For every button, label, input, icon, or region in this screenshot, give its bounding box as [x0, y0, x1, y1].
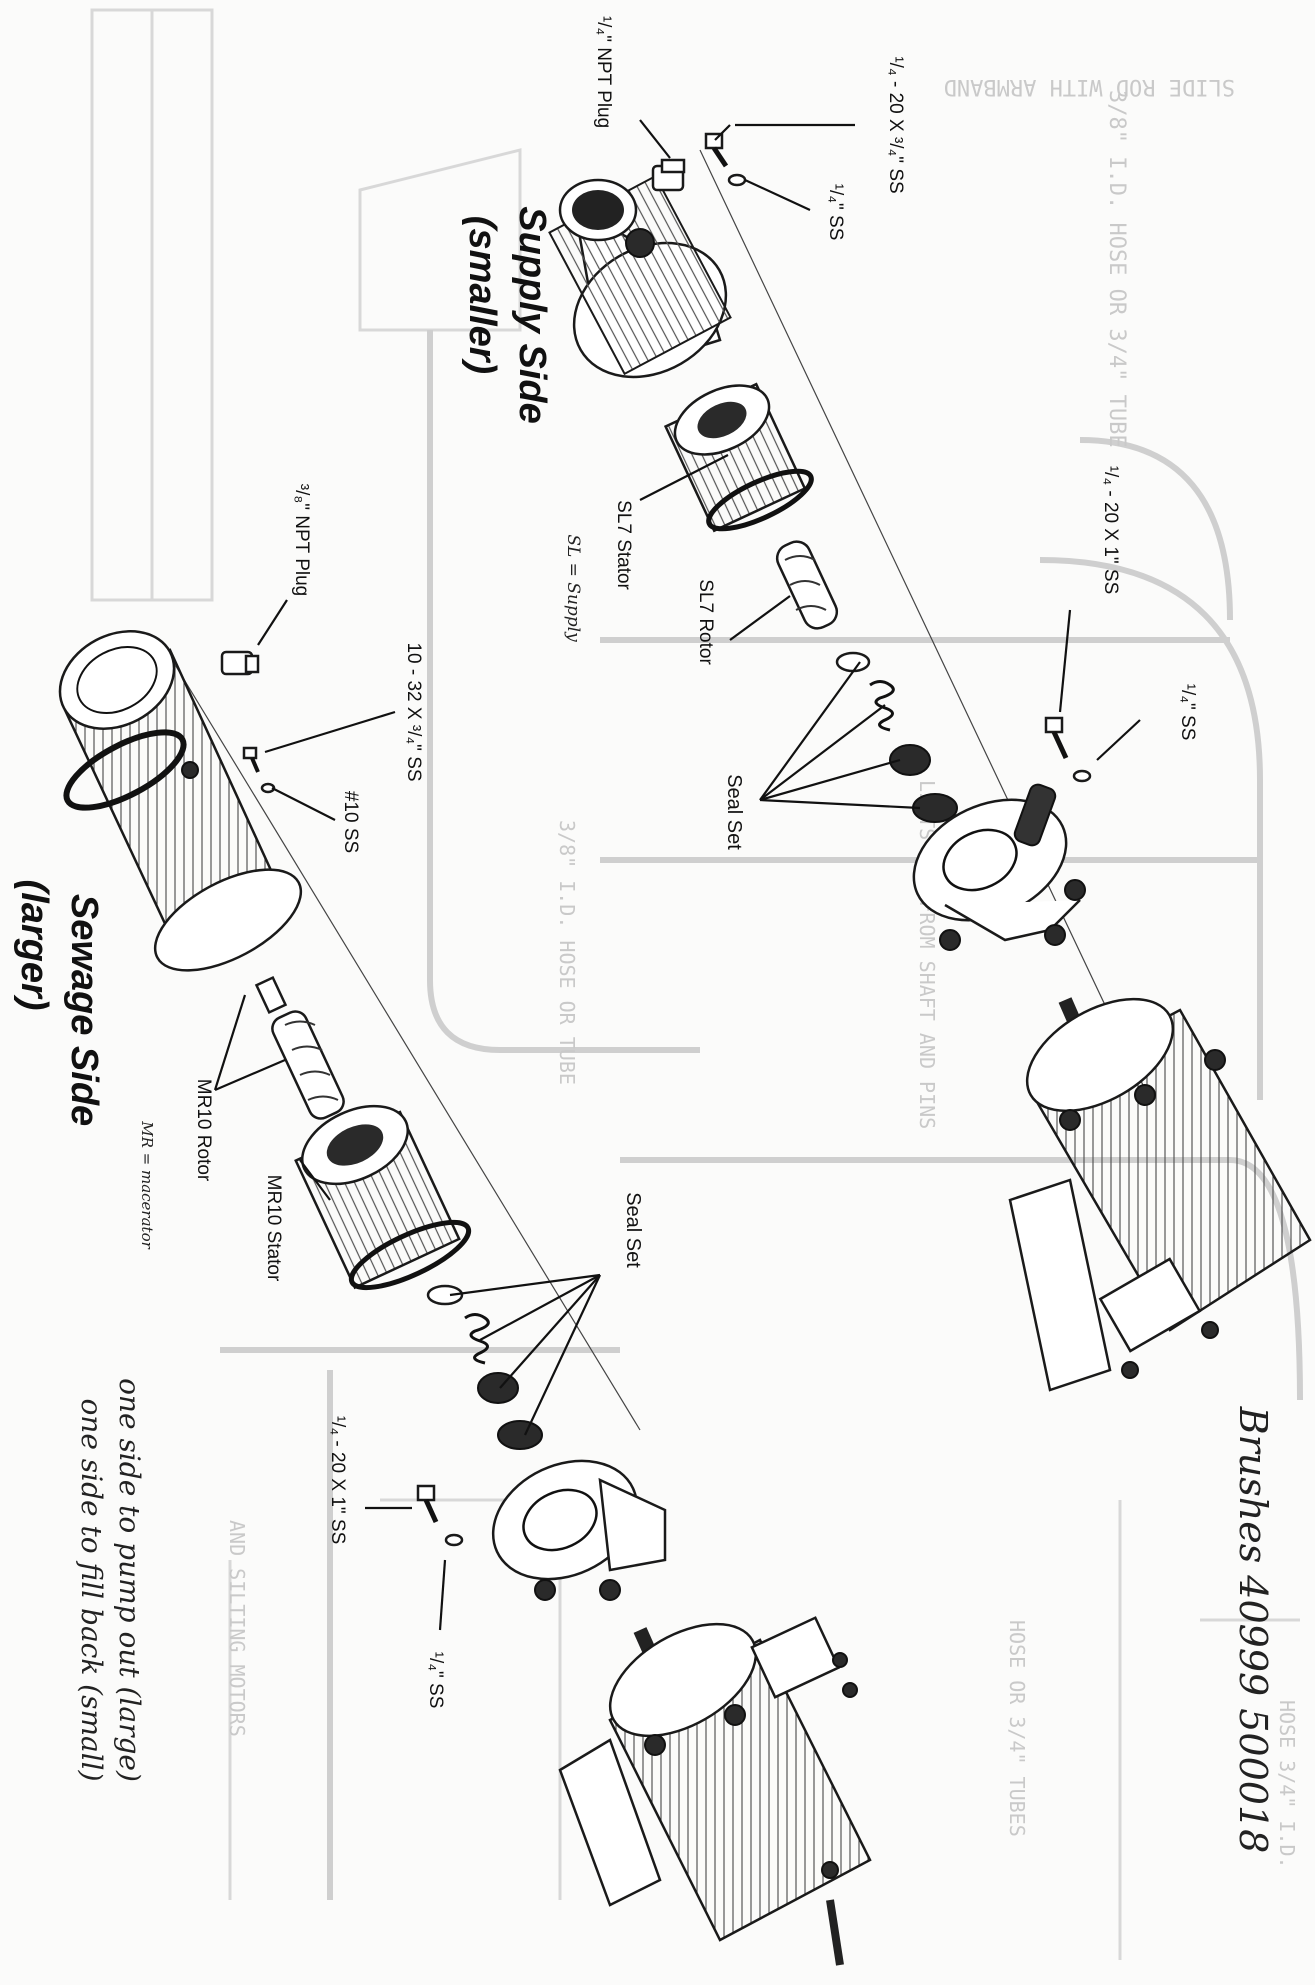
note-sl-supply: SL = Supply: [563, 534, 583, 642]
title-sewage-side: Sewage Side: [63, 894, 105, 1126]
label-mr10-rotor: MR10 Rotor: [193, 1079, 214, 1182]
sewage-flange-bolt: [416, 1484, 439, 1524]
label-mr10-stator: MR10 Stator: [263, 1175, 284, 1282]
supply-motor: [1008, 997, 1312, 1392]
svg-text:HOSE OR 3/4" TUBES: HOSE OR 3/4" TUBES: [1005, 1620, 1029, 1837]
label-sl7-stator: SL7 Stator: [613, 500, 634, 590]
supply-flange-bolt: [1044, 716, 1069, 760]
label-sl7-rotor: SL7 Rotor: [695, 579, 716, 665]
label-supply-flange-washer: ¹/₄" SS: [1177, 684, 1198, 741]
svg-text:AND SILTING MOTORS: AND SILTING MOTORS: [225, 1520, 249, 1737]
sewage-bolt: [242, 746, 260, 773]
mr10-rotor: [254, 975, 345, 1120]
sewage-npt-plug: [220, 650, 260, 676]
sl7-rotor: [775, 540, 839, 630]
svg-text:HOSE 3/4" I.D.: HOSE 3/4" I.D.: [1275, 1700, 1299, 1869]
svg-text:3/8" I.D. HOSE OR 3/4" TUBE: 3/8" I.D. HOSE OR 3/4" TUBE: [1104, 90, 1129, 448]
sewage-assembly-axis: [159, 639, 641, 1431]
label-supply-flange-bolt: ¹/₄ - 20 X 1" SS: [1100, 466, 1121, 595]
sewage-pump-housing: [58, 630, 303, 972]
supply-pump-housing: [548, 174, 732, 379]
note-mr-macerator: MR = macerator: [138, 1120, 156, 1249]
label-sewage-washer: #10 SS: [340, 791, 361, 853]
supply-seal-set: [835, 651, 958, 823]
label-sewage-npt-plug: ³/₈" NPT Plug: [291, 484, 312, 596]
note-back: one side to fill back (small): [75, 1398, 108, 1781]
supply-washer: [727, 173, 747, 187]
subtitle-sewage-side: (larger): [13, 880, 55, 1011]
supply-coupler: [1013, 783, 1057, 847]
label-supply-npt-plug: ¹/₄" NPT Plug: [593, 16, 614, 128]
label-sewage-seal-set: Seal Set: [622, 1192, 644, 1268]
sewage-end-flange: [491, 1459, 667, 1601]
label-sewage-flange-washer: ¹/₄" SS: [425, 1652, 446, 1709]
sl7-stator: [663, 382, 814, 533]
sewage-flange-washer: [444, 1533, 464, 1547]
supply-flange-washer: [1072, 769, 1092, 783]
note-brushes: Brushes 40999 500018: [1231, 1406, 1275, 1854]
supply-assembly-axis: [699, 149, 1151, 1101]
supply-npt-plug: [651, 158, 686, 192]
svg-text:3/8" I.D. HOSE OR TUBE: 3/8" I.D. HOSE OR TUBE: [555, 820, 579, 1085]
background-schematic: SLIDE ROD WITH ARMBAND 3/8" I.D. HOSE OR…: [90, 8, 1303, 1960]
leader-lines: [213, 119, 1141, 1631]
subtitle-supply-side: (smaller): [461, 216, 503, 374]
sewage-motor: [558, 1616, 872, 1966]
mr10-stator: [294, 1104, 472, 1291]
note-out: one side to pump out (large): [113, 1378, 146, 1782]
title-supply-side: Supply Side: [511, 206, 553, 423]
label-sewage-flange-bolt: ¹/₄ - 20 X 1" SS: [327, 1416, 348, 1545]
label-supply-seal-set: Seal Set: [723, 774, 745, 850]
sewage-seal-set: [426, 1284, 543, 1450]
label-supply-washer: ¹/₄" SS: [825, 184, 846, 241]
label-sewage-bolt: 10 - 32 X ³/₄" SS: [403, 642, 424, 781]
label-supply-bolt: ¹/₄ - 20 X ³/₄" SS: [885, 56, 906, 193]
svg-text:SLIDE ROD WITH ARMBAND: SLIDE ROD WITH ARMBAND: [944, 74, 1235, 99]
